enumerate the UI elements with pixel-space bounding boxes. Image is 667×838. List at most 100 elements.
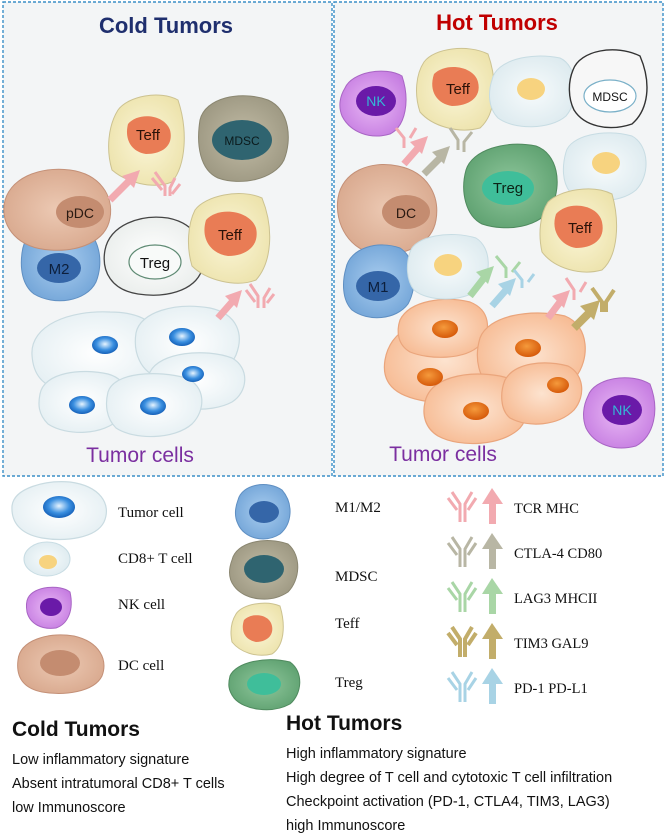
cold-treg-cell: Treg <box>103 216 205 296</box>
hot-summary-line: Checkpoint activation (PD-1, CTLA4, TIM3… <box>286 794 610 810</box>
cold-mdsc-label: MDSC <box>224 134 260 148</box>
hot-treg-cell: Treg <box>463 143 558 229</box>
cold-teff-cell-right: Teff <box>187 193 271 284</box>
cold-tumor-cluster <box>31 305 246 438</box>
legend-tumor-cell-icon <box>11 481 107 541</box>
legend-label-m1m2: M1/M2 <box>335 500 381 516</box>
legend-ligand-arrow-shaft <box>489 682 496 704</box>
hot-panel-title: Hot Tumors <box>436 10 558 35</box>
hot-cd8-cell-right <box>562 132 647 202</box>
hot-tcr-arrow-dc <box>401 136 428 167</box>
hot-tumor-cluster <box>383 298 586 445</box>
legend-teff-icon <box>230 602 284 656</box>
cold-pdc-label: pDC <box>66 205 94 221</box>
hot-tcr-arrow-tumor <box>545 290 570 321</box>
legend-pair-label: LAG3 MHCII <box>514 591 598 607</box>
legend-label-dc-cell: DC cell <box>118 658 164 674</box>
cold-mdsc-cell: MDSC <box>198 95 289 182</box>
cold-teff-right-label: Teff <box>218 227 243 244</box>
legend-pair-row: TCR MHC <box>446 488 579 524</box>
cold-tcr-receptor-top <box>150 171 182 196</box>
hot-summary: Hot Tumors High inflammatory signature H… <box>286 712 664 838</box>
hot-dc-cell: DC <box>336 164 438 255</box>
legend-treg-icon <box>228 659 301 711</box>
legend-label-treg: Treg <box>335 675 363 691</box>
hot-nk-cell-top: NK <box>339 70 407 137</box>
legend-ligand-arrow-shaft <box>489 592 496 614</box>
hot-receptors-top <box>394 127 474 152</box>
cold-tcr-arrow-bottom <box>215 290 242 321</box>
hot-receptors-low <box>564 277 616 312</box>
legend-label-cd8-cell: CD8+ T cell <box>118 551 193 567</box>
hot-pd1-arrow <box>489 278 516 309</box>
legend-pair-row: LAG3 MHCII <box>446 578 598 614</box>
legend-ligand-arrow-head <box>482 668 503 684</box>
hot-teff-cell-right: Teff <box>539 188 618 273</box>
legend-label-tumor-cell: Tumor cell <box>118 505 184 521</box>
legend-ligand-arrow-head <box>482 578 503 594</box>
cold-tcr-arrow-top <box>107 170 140 203</box>
hot-nk-cell-bottom: NK <box>583 377 656 449</box>
legend-ligand-arrow-head <box>482 488 503 504</box>
legend-pair-row: CTLA-4 CD80 <box>446 533 602 569</box>
legend-label-mdsc: MDSC <box>335 569 378 585</box>
cold-pdc-cell: pDC <box>3 168 112 251</box>
cold-summary: Cold Tumors Low inflammatory signature A… <box>12 718 282 820</box>
legend-pair-row: PD-1 PD-L1 <box>446 668 588 704</box>
legend-label-teff: Teff <box>335 616 360 632</box>
legend-mdsc-icon <box>229 540 299 600</box>
hot-m1-cell: M1 <box>343 244 415 319</box>
cold-m2-label: M2 <box>49 261 70 278</box>
hot-tim3-arrow <box>571 300 600 331</box>
cold-teff-top-label: Teff <box>136 127 161 144</box>
cold-summary-line: Low inflammatory signature <box>12 752 190 768</box>
hot-receptors-mid <box>494 255 536 288</box>
hot-tumor-label: Tumor cells <box>389 443 497 466</box>
hot-treg-label: Treg <box>493 180 523 197</box>
cold-tumor-label: Tumor cells <box>86 444 194 467</box>
hot-m1-label: M1 <box>368 279 389 296</box>
legend-nk-cell-icon <box>25 586 72 629</box>
cold-teff-cell-top: Teff <box>108 94 185 186</box>
legend-label-nk-cell: NK cell <box>118 597 165 613</box>
legend-pair-label: TCR MHC <box>514 501 579 517</box>
legend-ligand-arrow-head <box>482 623 503 639</box>
hot-summary-line: High degree of T cell and cytotoxic T ce… <box>286 770 613 786</box>
legend-receptor-icon <box>446 536 478 567</box>
legend-receptor-icon <box>446 625 478 657</box>
legend-pair-label: CTLA-4 CD80 <box>514 546 602 562</box>
legend-pair-row: TIM3 GAL9 <box>446 623 589 659</box>
cold-summary-line: Absent intratumoral CD8+ T cells <box>12 776 225 792</box>
legend-ligand-arrow-head <box>482 533 503 549</box>
legend-m1m2-icon <box>234 484 291 540</box>
legend-ligand-arrow-shaft <box>489 547 496 569</box>
hot-nk-top-label: NK <box>366 93 386 109</box>
legend-ligand-arrow-shaft <box>489 502 496 524</box>
cold-summary-line: low Immunoscore <box>12 800 126 816</box>
cold-summary-title: Cold Tumors <box>12 718 140 741</box>
hot-nk-bottom-label: NK <box>612 402 632 418</box>
legend-pair-label: TIM3 GAL9 <box>514 636 589 652</box>
hot-mdsc-cell: MDSC <box>568 49 648 129</box>
cold-tcr-receptor-bottom <box>244 283 276 308</box>
hot-teff-top-label: Teff <box>446 81 471 98</box>
hot-dc-label: DC <box>396 205 416 221</box>
hot-teff-cell-top: Teff <box>416 48 495 131</box>
hot-ctla4-arrow-dc <box>421 146 450 177</box>
hot-summary-line: high Immunoscore <box>286 818 406 834</box>
legend-ligand-arrow-shaft <box>489 637 496 659</box>
legend-receptor-icon <box>446 671 478 702</box>
hot-cd8-cell-top <box>489 55 576 128</box>
legend-dc-cell-icon <box>17 634 105 694</box>
cold-treg-label: Treg <box>140 255 170 272</box>
hot-teff-right-label: Teff <box>568 220 593 237</box>
hot-mdsc-label: MDSC <box>592 90 628 104</box>
legend-cd8-cell-icon <box>23 541 71 577</box>
cold-panel-title: Cold Tumors <box>99 13 233 38</box>
hot-summary-line: High inflammatory signature <box>286 746 467 762</box>
legend-pair-label: PD-1 PD-L1 <box>514 681 588 697</box>
hot-lag3-arrow <box>467 266 494 299</box>
legend-receptor-icon <box>446 581 478 612</box>
